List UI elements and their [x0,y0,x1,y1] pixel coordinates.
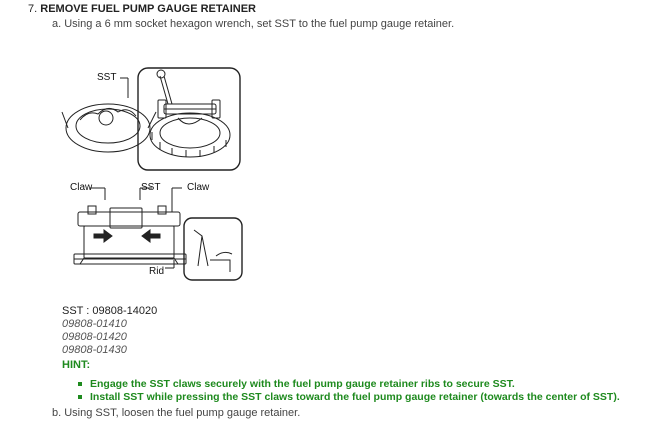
hint-label: HINT: [62,359,91,371]
step-heading: REMOVE FUEL PUMP GAUGE RETAINER [40,3,256,15]
hint-item: Install SST while pressing the SST claws… [78,391,620,404]
sst-label-top: SST [97,72,117,83]
rid-label: Rid [149,266,165,277]
procedure-illustration: SST Claw SST Claw Rid [60,60,250,290]
bullet-icon [78,382,82,386]
illustration-drawing [61,67,243,281]
step-title: 7. REMOVE FUEL PUMP GAUGE RETAINER [28,3,256,15]
sst-main-number: SST : 09808-14020 [62,305,158,317]
hint-item-text: Install SST while pressing the SST claws… [90,391,620,403]
sst-label-middle: SST [141,182,161,193]
sst-part-numbers: SST : 09808-14020 09808-01410 09808-0142… [62,305,157,357]
claw-label-left: Claw [70,182,93,193]
sst-alt-number: 09808-01420 [62,331,127,343]
bullet-icon [78,395,82,399]
hint-item: Engage the SST claws securely with the f… [78,378,620,391]
claw-label-right: Claw [187,182,210,193]
step-number: 7. [28,3,38,15]
substep-b: b. Using SST, loosen the fuel pump gauge… [52,407,301,419]
hint-item-text: Engage the SST claws securely with the f… [90,378,515,390]
hint-list: Engage the SST claws securely with the f… [78,378,620,404]
sst-alt-number: 09808-01410 [62,318,127,330]
sst-alt-number: 09808-01430 [62,344,127,356]
substep-a: a. Using a 6 mm socket hexagon wrench, s… [52,18,455,30]
